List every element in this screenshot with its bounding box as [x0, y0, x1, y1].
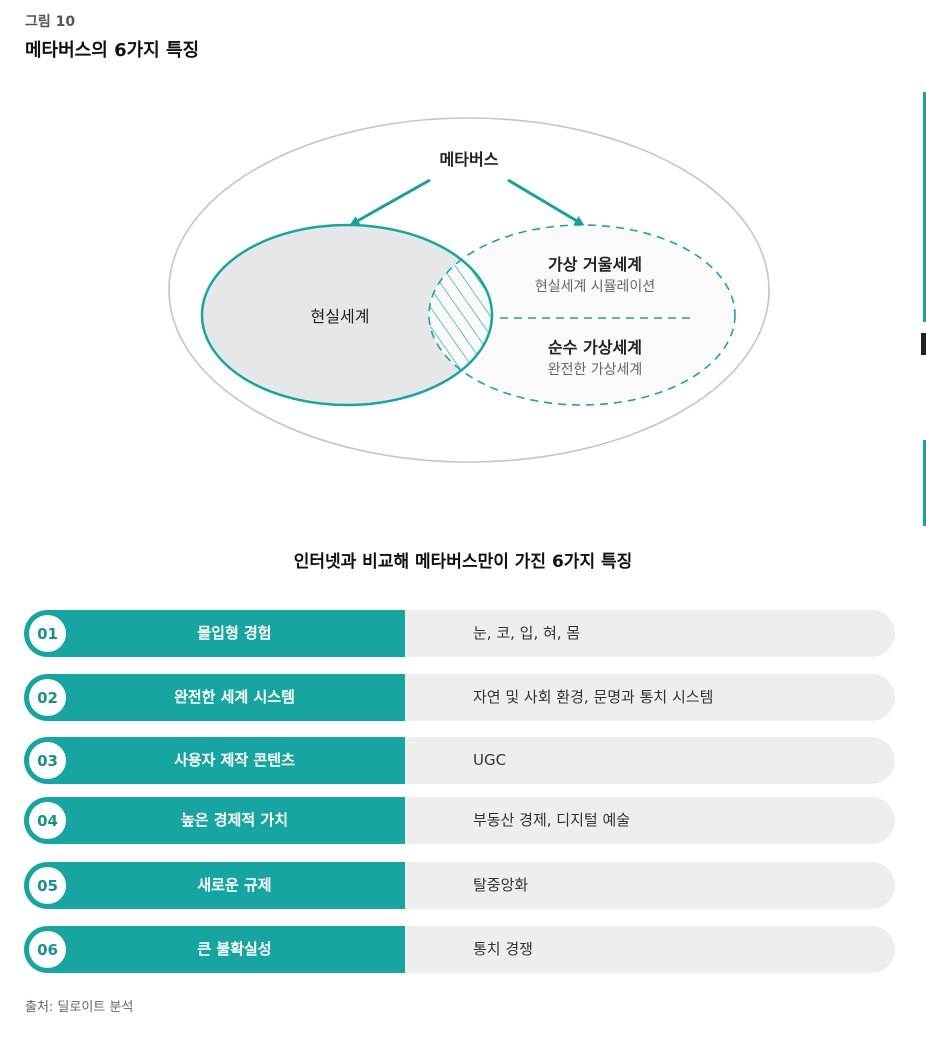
feature-name-panel: [24, 862, 405, 909]
feature-name-panel: [24, 674, 405, 721]
mirror-world-title: 가상 거울세계: [548, 255, 642, 274]
feature-row: 04 높은 경제적 가치 부동산 경제, 디지털 예술: [24, 797, 895, 844]
feature-number-badge: 01: [29, 615, 66, 652]
feature-desc-panel: [384, 737, 895, 784]
feature-number-badge: 03: [29, 742, 66, 779]
feature-desc-panel: [384, 926, 895, 973]
feature-desc-panel: [384, 674, 895, 721]
figure-label: 그림 10: [25, 14, 76, 30]
feature-desc: UGC: [473, 751, 507, 769]
metaverse-label: 메타버스: [440, 150, 499, 169]
arrow-to-real-world: [349, 178, 431, 226]
metaverse-diagram: 메타버스 현실세계 가상 거울세계 현실세계 시뮬레이션 순수 가상세계 완전한…: [168, 117, 770, 463]
feature-desc: 탈중앙화: [473, 876, 529, 894]
edge-bar-bottom: [923, 440, 926, 526]
feature-name-panel: [24, 610, 405, 657]
source-note: 출처: 딜로이트 분석: [25, 1000, 134, 1015]
feature-name: 큰 불확실성: [197, 940, 272, 958]
feature-name: 몰입형 경험: [197, 624, 272, 642]
pure-virtual-title: 순수 가상세계: [548, 338, 642, 357]
feature-number-badge: 02: [29, 679, 66, 716]
feature-desc-panel: [384, 862, 895, 909]
edge-tick: [921, 333, 926, 355]
feature-desc: 부동산 경제, 디지털 예술: [473, 811, 631, 829]
feature-row: 06 큰 불확실성 통치 경쟁: [24, 926, 895, 973]
feature-desc: 통치 경쟁: [473, 940, 533, 958]
feature-name: 높은 경제적 가치: [180, 811, 289, 829]
real-world-label: 현실세계: [311, 307, 370, 326]
feature-desc: 자연 및 사회 환경, 문명과 통치 시스템: [473, 688, 714, 706]
feature-number-badge: 06: [29, 931, 66, 968]
features-heading: 인터넷과 비교해 메타버스만이 가진 6가지 특징: [293, 552, 633, 572]
real-world-ellipse: [202, 225, 492, 405]
feature-row: 03 사용자 제작 콘텐츠 UGC: [24, 737, 895, 784]
feature-name-panel: [24, 926, 405, 973]
pure-virtual-subtitle: 완전한 가상세계: [548, 362, 643, 378]
feature-name: 새로운 규제: [197, 876, 272, 894]
mirror-world-subtitle: 현실세계 시뮬레이션: [535, 279, 655, 295]
feature-desc: 눈, 코, 입, 혀, 몸: [473, 624, 581, 642]
feature-name: 사용자 제작 콘텐츠: [174, 751, 295, 769]
feature-number-badge: 04: [29, 802, 66, 839]
feature-row: 05 새로운 규제 탈중앙화: [24, 862, 895, 909]
feature-name-panel: [24, 737, 405, 784]
real-world-outline: [200, 223, 494, 407]
feature-number-badge: 05: [29, 867, 66, 904]
feature-desc-panel: [384, 610, 895, 657]
arrow-to-virtual-world: [507, 178, 585, 226]
feature-row: 01 몰입형 경험 눈, 코, 입, 혀, 몸: [24, 610, 895, 657]
figure-title: 메타버스의 6가지 특징: [25, 40, 200, 61]
feature-desc-panel: [384, 797, 895, 844]
feature-name: 완전한 세계 시스템: [174, 688, 295, 706]
feature-row: 02 완전한 세계 시스템 자연 및 사회 환경, 문명과 통치 시스템: [24, 674, 895, 721]
feature-name-panel: [24, 797, 405, 844]
edge-bar-top: [923, 92, 926, 322]
metaverse-outer-ellipse: [168, 117, 770, 463]
